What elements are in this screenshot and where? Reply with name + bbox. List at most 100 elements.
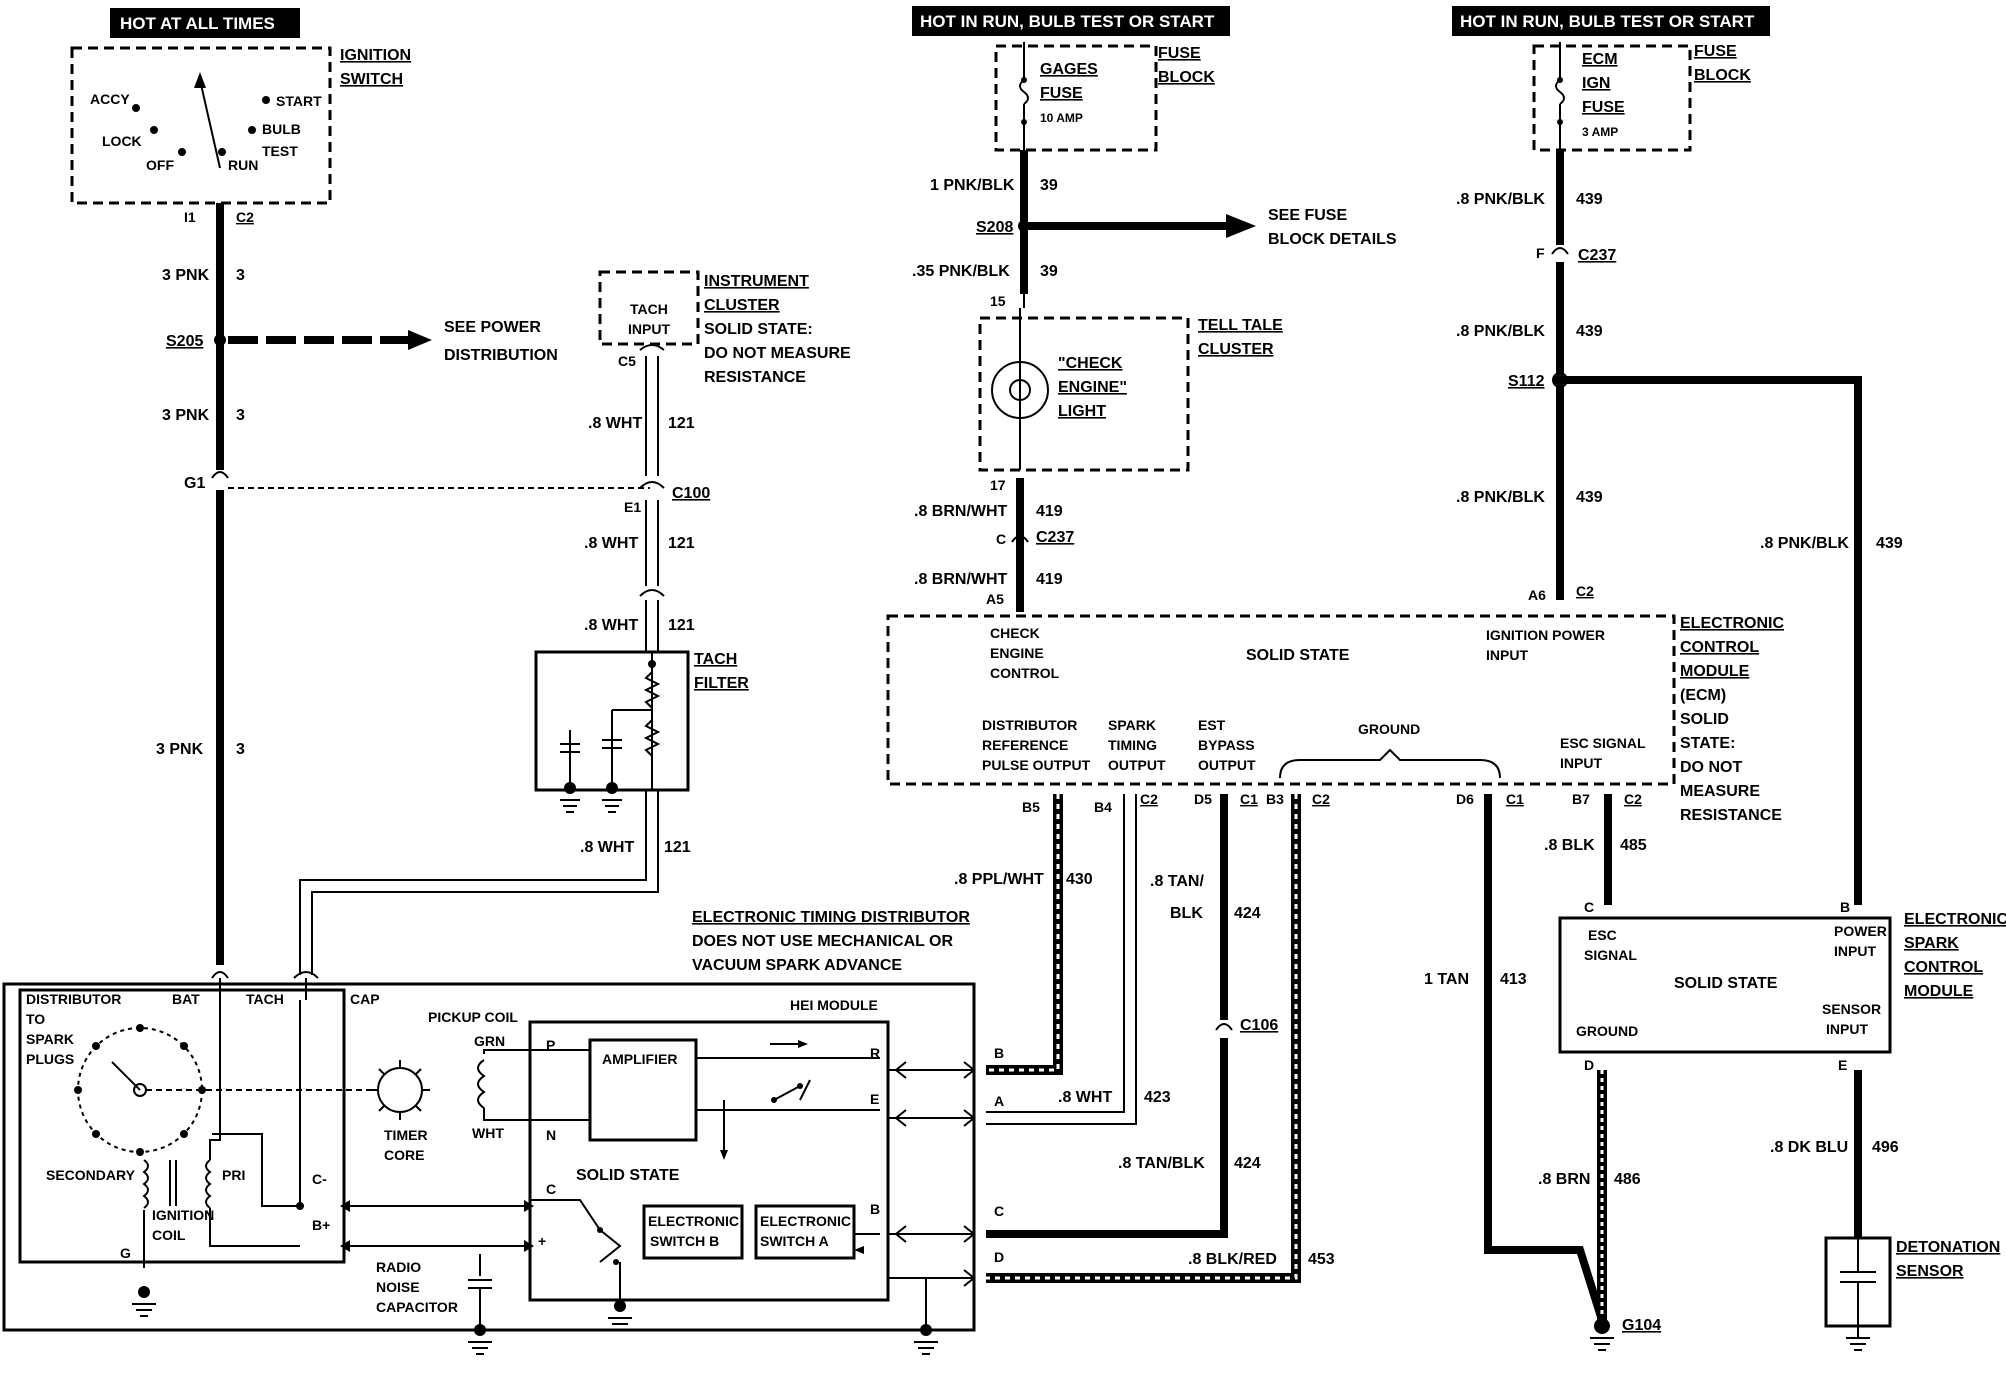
wire-496-num: 496 bbox=[1872, 1139, 1899, 1156]
wire-39-pnk-blk: 1 PNK/BLK 39 S208 SEE FUSE BLOCK DETAILS… bbox=[912, 150, 1397, 309]
hei-contact-1 bbox=[771, 1097, 777, 1103]
tach-input-label-2: INPUT bbox=[628, 321, 670, 337]
header-hot-in-run-2: HOT IN RUN, BULB TEST OR START bbox=[1452, 6, 1770, 36]
esc-title-3: CONTROL bbox=[1904, 959, 1983, 976]
distributor-cap-box bbox=[18, 988, 346, 1264]
wire-430-num: 430 bbox=[1066, 871, 1093, 888]
hei-pin-n: N bbox=[546, 1127, 556, 1143]
esw-a-box bbox=[754, 1204, 856, 1260]
ecm-check-3: CONTROL bbox=[990, 665, 1060, 681]
ign-lock-label: LOCK bbox=[102, 133, 142, 149]
header-hot-in-run-1: HOT IN RUN, BULB TEST OR START bbox=[912, 6, 1230, 36]
dist-radio-1: RADIO bbox=[376, 1259, 421, 1275]
check-engine-label-3: LIGHT bbox=[1058, 403, 1106, 420]
wire-121-to-dist-a bbox=[299, 790, 647, 975]
dist-plug-6 bbox=[92, 1130, 100, 1138]
instrument-cluster-c5: C5 bbox=[618, 353, 636, 369]
wire-486-num: 486 bbox=[1614, 1171, 1641, 1188]
hei-pin-c: C bbox=[546, 1181, 556, 1197]
dist-pri-label: PRI bbox=[222, 1167, 245, 1183]
esc-signal-2: SIGNAL bbox=[1584, 947, 1637, 963]
dist-tach-label: TACH bbox=[246, 991, 284, 1007]
esc-title-1: ELECTRONIC bbox=[1904, 911, 2006, 928]
wire-424-lower bbox=[986, 1038, 1228, 1238]
esc-pin-d: D bbox=[1584, 1057, 1594, 1073]
gages-fuse: GAGES FUSE 10 AMP FUSE BLOCK bbox=[994, 42, 1215, 152]
radio-cap-ground-icon bbox=[468, 1341, 492, 1355]
ign-pin-i1: I1 bbox=[184, 209, 196, 225]
connector-c237-mid-label: C237 bbox=[1036, 529, 1074, 546]
hei-switch-contacts bbox=[773, 1079, 811, 1101]
distributor-title-3: VACUUM SPARK ADVANCE bbox=[692, 957, 902, 974]
conn-c2-a6-label: C2 bbox=[1576, 583, 1594, 599]
hei-flow-arrow-icon bbox=[798, 1040, 808, 1048]
wire-453 bbox=[986, 794, 1301, 1283]
dist-to-plugs-2: TO bbox=[26, 1011, 45, 1027]
ecm-title-4: (ECM) bbox=[1680, 687, 1726, 704]
hei-pin-e: E bbox=[870, 1091, 879, 1107]
wire-39-num-2: 39 bbox=[1040, 263, 1058, 280]
check-engine-label-1: "CHECK bbox=[1058, 355, 1123, 372]
ground-g104-label: G104 bbox=[1622, 1317, 1661, 1334]
coil-cminus-lead bbox=[212, 1133, 300, 1207]
pin-b7: B7 bbox=[1572, 791, 1590, 807]
dist-term-c: C bbox=[994, 1203, 1004, 1219]
ecm-esc-2: INPUT bbox=[1560, 755, 1602, 771]
pin-a6-label: A6 bbox=[1528, 587, 1546, 603]
hei-pin-r: R bbox=[870, 1045, 880, 1061]
hei-ground-node-icon bbox=[614, 1300, 626, 1312]
connector-c237-mid-icon bbox=[1011, 535, 1029, 543]
gages-fuse-block-2: BLOCK bbox=[1158, 69, 1215, 86]
dist-pickup-label: PICKUP COIL bbox=[428, 1009, 518, 1025]
dist-plug-7 bbox=[74, 1086, 82, 1094]
distributor-title-2: DOES NOT USE MECHANICAL OR bbox=[692, 933, 954, 950]
ecm-title-3: MODULE bbox=[1680, 663, 1750, 680]
tach-filter: TACH FILTER bbox=[534, 650, 749, 813]
pickup-grn-lead bbox=[483, 1049, 534, 1054]
ecm-est-3: OUTPUT bbox=[1198, 757, 1256, 773]
bat-connector-icon bbox=[211, 971, 229, 979]
timer-core-teeth-icon bbox=[370, 1060, 430, 1120]
ecm-spark-3: OUTPUT bbox=[1108, 757, 1166, 773]
radio-cap-ground-node-icon bbox=[474, 1324, 486, 1336]
ign-accy-label: ACCY bbox=[90, 91, 130, 107]
ecm-title-8: MEASURE bbox=[1680, 783, 1760, 800]
coil-ground-node-icon bbox=[138, 1286, 150, 1298]
instrument-cluster: TACH INPUT INSTRUMENT CLUSTER SOLID STAT… bbox=[598, 270, 851, 386]
ecm-ign-fuse: ECM IGN FUSE 3 AMP FUSE BLOCK bbox=[1532, 42, 1751, 152]
dist-plug-5 bbox=[136, 1148, 144, 1156]
tach-filter-resistor-2-icon bbox=[643, 719, 661, 757]
wire-485-label: .8 BLK bbox=[1544, 837, 1595, 854]
dist-to-plugs-1: DISTRIBUTOR bbox=[26, 991, 121, 1007]
wire-419-label-1: .8 BRN/WHT bbox=[914, 503, 1008, 520]
gages-fuse-element-icon bbox=[1019, 79, 1029, 105]
wire-486-label: .8 BRN bbox=[1538, 1171, 1590, 1188]
ecm-ground: GROUND bbox=[1358, 721, 1420, 737]
ecm-fuse-block-2: BLOCK bbox=[1694, 67, 1751, 84]
arrow-hei-c-icon bbox=[524, 1200, 534, 1212]
wire-439-pnk-blk: .8 PNK/BLK 439 F C237 .8 PNK/BLK 439 S11… bbox=[1456, 150, 1903, 905]
tach-filter-ground-2-icon bbox=[606, 782, 618, 794]
connector-c100-icon bbox=[639, 481, 665, 489]
see-fuse-arrow-icon bbox=[1226, 214, 1256, 238]
wire-439-to-esc bbox=[1564, 376, 1862, 905]
tach-filter-earth-2-icon bbox=[602, 799, 622, 813]
dist-to-plugs-4: PLUGS bbox=[26, 1051, 74, 1067]
wire-424-label-2: BLK bbox=[1170, 905, 1203, 922]
wire-439-label-2: .8 PNK/BLK bbox=[1456, 323, 1545, 340]
esc-pin-e: E bbox=[1838, 1057, 1847, 1073]
header-hot-at-all-times: HOT AT ALL TIMES bbox=[110, 8, 300, 38]
wire-485-num: 485 bbox=[1620, 837, 1647, 854]
pin-15-label: 15 bbox=[990, 293, 1006, 309]
ecm-est-1: EST bbox=[1198, 717, 1226, 733]
tach-filter-resistor-1-icon bbox=[643, 671, 661, 709]
dist-g-label: G bbox=[120, 1245, 131, 1261]
dist-ground-node-icon bbox=[920, 1324, 932, 1336]
ecm-esc-1: ESC SIGNAL bbox=[1560, 735, 1646, 751]
hei-terminal-arrows-icon bbox=[894, 1061, 907, 1243]
ecm-spark-2: TIMING bbox=[1108, 737, 1157, 753]
wire-121-num-4: 121 bbox=[664, 839, 691, 856]
see-fuse-label-2: BLOCK DETAILS bbox=[1268, 231, 1397, 248]
coil-ground-icon bbox=[132, 1303, 156, 1317]
gages-fuse-box bbox=[994, 44, 1158, 152]
